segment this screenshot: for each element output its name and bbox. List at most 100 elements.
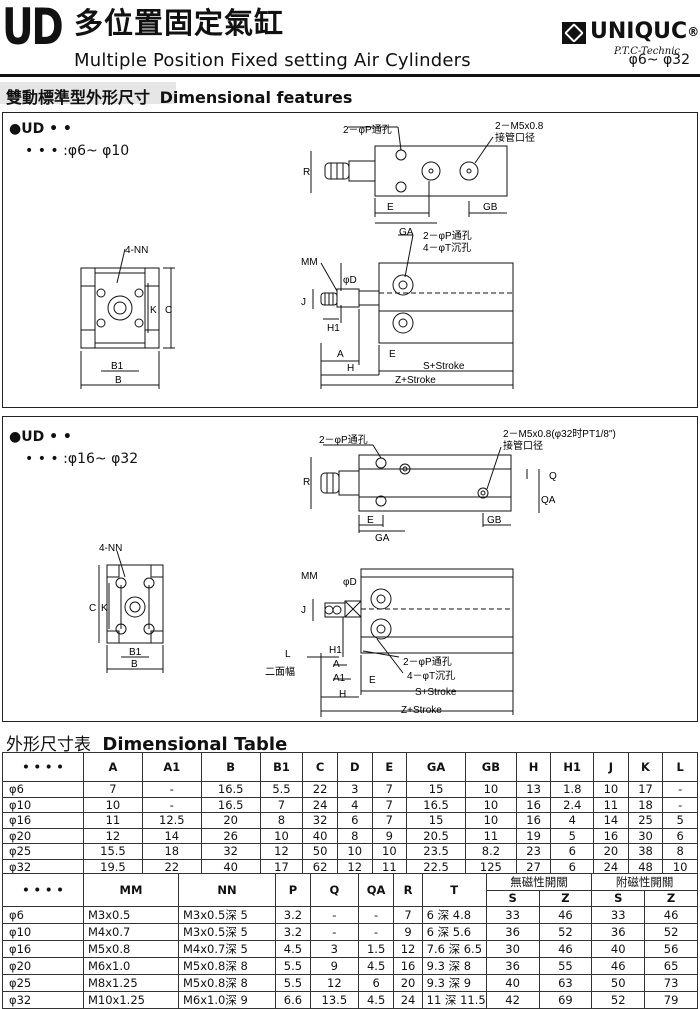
table-cell: 15.5 [83,843,143,860]
b1-dim: B1 [129,647,142,658]
table-cell: 7 [371,812,408,829]
side-view-body [360,568,514,654]
table-cell: 30 [627,827,664,844]
table-cell: 33 [591,905,646,924]
table-cell: 18 [627,796,664,813]
table-cell: 12 [309,973,359,992]
side-view-rod [358,290,380,306]
table-cell: 4 [336,796,373,813]
p-hole-label: 2－φP通孔 [343,124,392,136]
table2-header-row: • • • • MM NN P Q QA R T 無磁性開關 附磁性開關 [2,873,698,907]
table-cell: 8 [662,843,698,860]
table-cell: 40 [591,939,646,958]
table-cell: 8.2 [465,843,517,860]
table-cell: M10x1.25 [83,990,179,1009]
table-cell: 19 [515,827,552,844]
table-cell: 14 [141,827,202,844]
table-cell: 16 [593,827,629,844]
p-hole-label: 2－φP通孔 [319,434,368,446]
port-label: 接管口径 [503,439,543,452]
top-view-body [358,454,512,512]
table-cell: 15 [406,812,467,829]
table-cell: - [662,781,698,798]
table-cell: 8 [259,812,304,829]
gb-dim: GB [487,515,502,526]
j-dim: J [301,297,306,308]
table-cell: M5x0.8 [83,939,179,958]
dimension-table-2: • • • • MM NN P Q QA R T 無磁性開關 附磁性開關 S Z… [2,873,698,1009]
panel2-drawing: 2－φP通孔 2－M5x0.8(φ32时PT1/8") 接管口径 R E GA … [89,428,616,717]
bore-range: φ6~ φ32 [628,52,690,68]
table-cell: 12 [259,843,304,860]
t1-h: • • • • [2,752,84,782]
s-stroke-dim: S+Stroke [423,361,465,372]
table-cell: 20 [200,812,261,829]
table-cell: - [357,922,395,941]
panel1-title: ●UD • • [9,121,72,137]
table-cell: φ25 [2,973,84,992]
table-cell: 22.5 [406,858,467,875]
table-cell: 6 [357,973,395,992]
table2-subheader-row: S Z S Z [3,890,698,907]
table-cell: - [309,905,359,924]
table-cell: 9.3 深 8 [421,956,487,975]
table-cell: 11 [371,858,408,875]
table-cell: 4.5 [357,956,395,975]
table-cell: 7 [371,781,408,798]
gb-dim: GB [483,202,498,213]
header-divider [0,74,700,77]
table-cell: 10 [371,843,408,860]
t1-h: H [515,752,552,782]
table-cell: 4.5 [357,990,395,1009]
table-cell: 11 [593,796,629,813]
table-cell: 10 [662,858,698,875]
t1-h: D [336,752,373,782]
table-cell: 36 [591,922,646,941]
t-hole-label: 4－φT沉孔 [407,669,455,682]
table-cell: 26 [200,827,261,844]
top-view-rod [348,160,376,182]
table-cell: 5.5 [259,781,304,798]
table-cell: 5 [550,827,595,844]
table-cell: 6.6 [275,990,311,1009]
b1-dim: B1 [111,361,124,372]
table-cell: 12 [83,827,143,844]
table-cell: 13.5 [309,990,359,1009]
table-cell: 42 [485,990,540,1009]
t2-group-no-magnet: 無磁性開關 [485,873,593,891]
d-dim: φD [343,275,357,286]
table-cell: φ16 [2,939,84,958]
table-cell: 40 [485,973,540,992]
table-cell: 65 [644,956,698,975]
table-cell: 38 [627,843,664,860]
r-dim: R [303,167,310,178]
t2-h: QA [357,873,395,907]
m5-label: 2－M5x0.8 [495,121,544,132]
table-cell: - [662,796,698,813]
t2-h: T [421,873,487,907]
panel1-drawing: 2－φP通孔 2－M5x0.8 接管口径 R E GA GB 2－φP通孔 4－… [80,121,544,389]
table-cell: 22 [302,781,338,798]
drawing-panel-small-bore: ●UD • • • • • :φ6~ φ10 [2,112,698,408]
table-cell: M3x0.5 [83,905,179,924]
logo-mark-icon [562,22,586,44]
b-dim: B [131,659,138,670]
table-cell: φ10 [2,922,84,941]
table-cell: 15 [406,781,467,798]
table-cell: 23 [515,843,552,860]
z-stroke-dim: Z+Stroke [401,705,442,716]
table-cell: 73 [644,973,698,992]
h1-dim: H1 [329,645,342,656]
table-title: 外形尺寸表 Dimensional Table [6,730,287,755]
table-cell: 7 [393,905,423,924]
table-cell: 18 [141,843,202,860]
side-view-body [378,262,514,344]
h-dim: H [339,689,346,700]
panel2-title: ●UD • • [9,429,72,445]
table-cell: 62 [302,858,338,875]
